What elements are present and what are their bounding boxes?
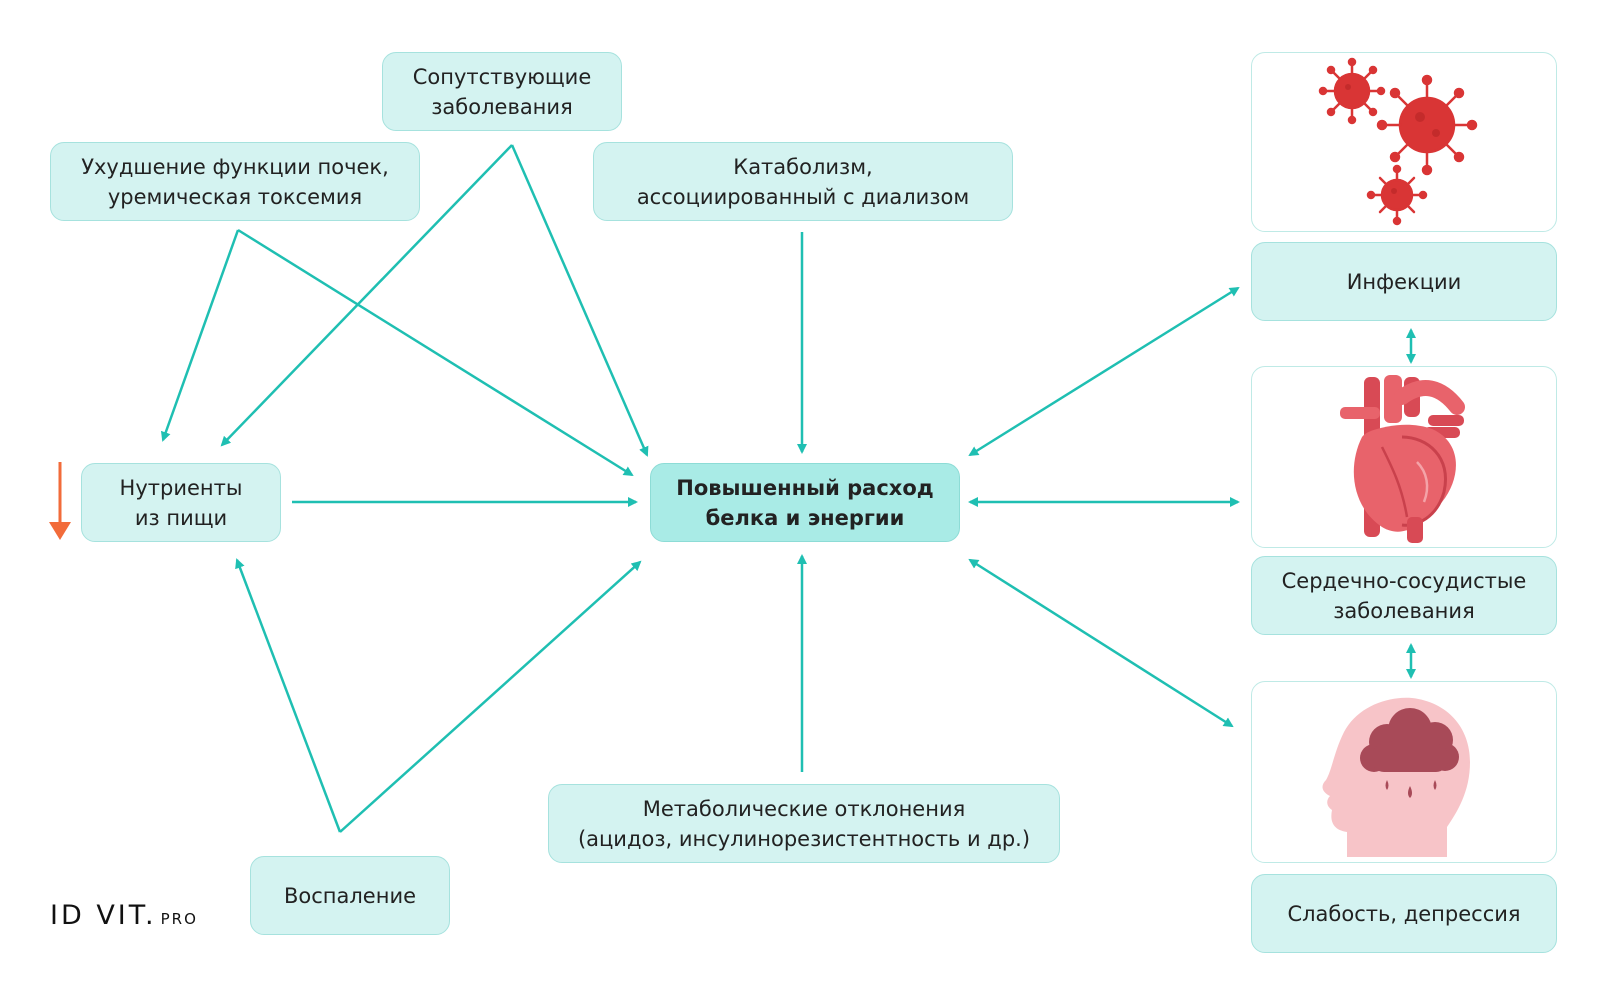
- node-nutrients-line1: Нутриенты: [119, 475, 243, 500]
- node-kidney-line1: Ухудшение функции почек,: [81, 154, 389, 179]
- heart-icon: [1340, 375, 1465, 543]
- arrow-inflammation-to-center: [339, 560, 642, 833]
- node-infections-line1: Инфекции: [1346, 269, 1462, 294]
- virus-icon: [1318, 57, 1478, 226]
- arrow-center-infections: [968, 286, 1240, 457]
- arrow-comorbid-to-center: [510, 144, 649, 457]
- node-metabolic-line2: (ацидоз, инсулинорезистентность и др.): [577, 826, 1031, 851]
- virus-image-panel: [1251, 52, 1557, 232]
- node-infections: Инфекции: [1251, 242, 1557, 321]
- logo: ID VIT.PRO: [50, 900, 198, 931]
- head-image-panel: [1251, 681, 1557, 863]
- decrease-arrow-icon: [49, 462, 71, 540]
- node-inflammation: Воспаление: [250, 856, 450, 935]
- node-catabolism-line2: ассоциированный с диализом: [636, 184, 970, 209]
- node-nutrients-line2: из пищи: [134, 505, 228, 530]
- arrow-inflammation-to-nutrients: [235, 558, 342, 833]
- node-nutrients: Нутриенты из пищи: [81, 463, 281, 542]
- node-comorbid-line1: Сопутствующие: [412, 64, 592, 89]
- node-catabolism-line1: Катаболизм,: [733, 154, 873, 179]
- heart-image-panel: [1251, 366, 1557, 548]
- arrow-kidney-to-center: [237, 228, 634, 477]
- node-weakness-line1: Слабость, депрессия: [1287, 901, 1521, 926]
- arrow-comorbid-to-nutrients: [220, 144, 513, 447]
- node-comorbid: Сопутствующие заболевания: [382, 52, 622, 131]
- node-weakness: Слабость, депрессия: [1251, 874, 1557, 953]
- logo-suffix: PRO: [160, 910, 198, 928]
- arrow-center-weakness: [968, 558, 1234, 728]
- node-cardio: Сердечно-сосудистые заболевания: [1251, 556, 1557, 635]
- arrow-kidney-to-nutrients: [160, 229, 240, 442]
- head-icon: [1322, 697, 1470, 857]
- node-inflammation-line1: Воспаление: [283, 883, 417, 908]
- logo-main: ID VIT.: [50, 900, 157, 931]
- node-kidney: Ухудшение функции почек, уремическая токс…: [50, 142, 420, 221]
- node-center-line1: Повышенный расход: [676, 475, 934, 500]
- node-center: Повышенный расход белка и энергии: [650, 463, 960, 542]
- node-center-line2: белка и энергии: [705, 505, 905, 530]
- node-catabolism: Катаболизм, ассоциированный с диализом: [593, 142, 1013, 221]
- node-metabolic-line1: Метаболические отклонения: [642, 796, 966, 821]
- node-cardio-line1: Сердечно-сосудистые: [1281, 568, 1527, 593]
- node-kidney-line2: уремическая токсемия: [107, 184, 363, 209]
- node-metabolic: Метаболические отклонения (ацидоз, инсули…: [548, 784, 1060, 863]
- node-cardio-line2: заболевания: [1333, 598, 1475, 623]
- node-comorbid-line2: заболевания: [431, 94, 573, 119]
